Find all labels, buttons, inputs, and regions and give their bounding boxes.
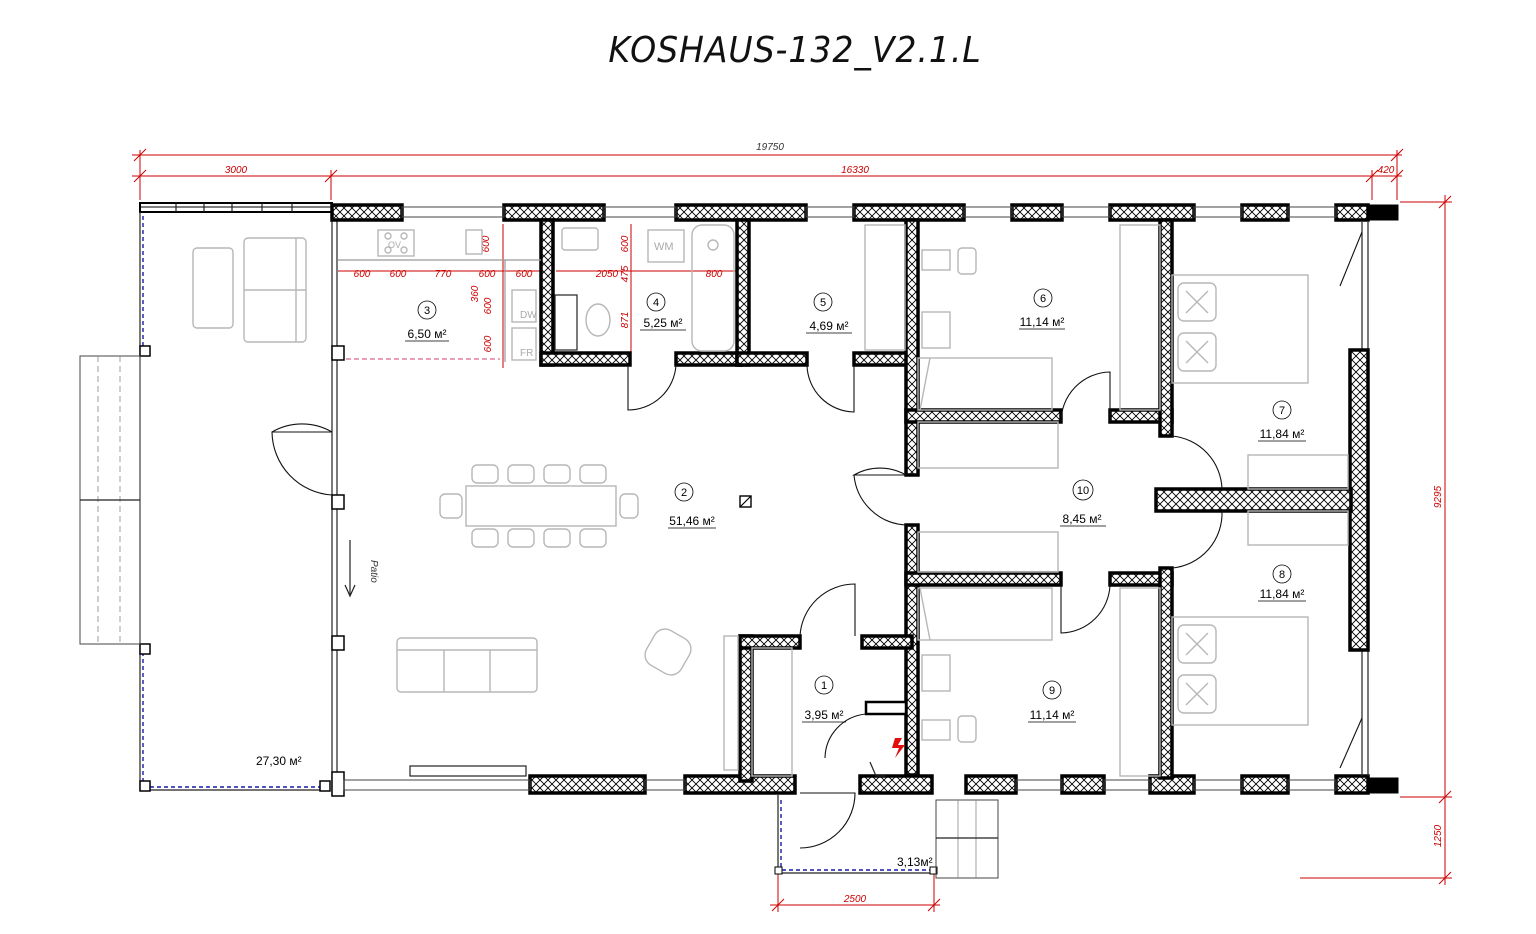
svg-text:3,95 м²: 3,95 м² (805, 708, 844, 722)
svg-text:4: 4 (653, 297, 659, 309)
dim-kitchen-2: 600 (390, 269, 407, 280)
west-wall (331, 212, 345, 797)
room-3: 3 6,50 м² (405, 300, 449, 342)
svg-text:10: 10 (1077, 485, 1089, 497)
svg-text:8: 8 (1279, 569, 1285, 581)
svg-text:11,84 м²: 11,84 м² (1260, 427, 1305, 441)
dim-porch-depth: 1250 (1433, 824, 1444, 847)
dw-label: DW (520, 310, 537, 321)
dim-bath-v1: 600 (620, 235, 631, 252)
dim-kitchen-4: 600 (479, 269, 496, 280)
porch-area: 3,13м² (897, 855, 933, 869)
room-5: 5 4,69 м² (806, 292, 852, 334)
svg-text:2: 2 (681, 487, 687, 499)
terrace: 27,30 м² Patio (79, 202, 379, 792)
dim-kitchen-v4: 600 (483, 335, 494, 352)
room-8: 8 11,84 м² (1258, 564, 1306, 602)
dim-bath-w: 2050 (595, 269, 619, 280)
dim-kitchen-v2: 360 (470, 285, 481, 302)
room-6: 6 11,14 м² (1019, 288, 1065, 330)
dim-house: 16330 (841, 165, 869, 176)
dim-overall: 19750 (756, 142, 784, 153)
dim-height: 9295 (1433, 485, 1444, 508)
svg-text:11,14 м²: 11,14 м² (1020, 315, 1065, 329)
dim-kitchen-3: 770 (435, 269, 452, 280)
room-7: 7 11,84 м² (1258, 400, 1306, 442)
room-labels: 3 6,50 м² 4 5,25 м² 5 4,69 м² 6 11,14 м²… (405, 288, 1306, 723)
dim-kitchen-1: 600 (354, 269, 371, 280)
room-2: 2 51,46 м² (668, 482, 716, 529)
wm-label: WM (654, 241, 674, 253)
dimension-lines (132, 148, 1452, 912)
svg-text:9: 9 (1049, 685, 1055, 697)
dimension-labels: 19750 3000 16330 420 2500 9295 1250 600 … (225, 142, 1444, 905)
patio-label: Patio (368, 560, 379, 583)
svg-text:11,14 м²: 11,14 м² (1030, 708, 1075, 722)
svg-text:11,84 м²: 11,84 м² (1260, 587, 1305, 601)
svg-text:3: 3 (424, 305, 430, 317)
doors (627, 364, 1223, 849)
terrace-area: 27,30 м² (256, 754, 302, 768)
dim-kitchen-v3: 600 (483, 297, 494, 314)
svg-text:4,69 м²: 4,69 м² (810, 319, 849, 333)
dim-kitchen-5: 600 (516, 269, 533, 280)
dim-bath-v2: 475 (620, 265, 631, 282)
plan-title: KOSHAUS-132_V2.1.L (608, 30, 982, 71)
ov-label: OV (388, 240, 401, 250)
svg-text:5,25 м²: 5,25 м² (644, 316, 683, 330)
svg-text:6: 6 (1040, 293, 1046, 305)
svg-text:8,45 м²: 8,45 м² (1063, 512, 1102, 526)
dim-bath-w2: 800 (706, 269, 723, 280)
fr-label: FR (520, 348, 533, 359)
dim-terrace: 3000 (225, 165, 248, 176)
room-10: 10 8,45 м² (1060, 479, 1106, 527)
dim-end: 420 (1378, 165, 1395, 176)
svg-text:51,46 м²: 51,46 м² (669, 514, 715, 528)
svg-text:5: 5 (820, 297, 826, 309)
room-9: 9 11,14 м² (1028, 680, 1076, 723)
porch: 3,13м² (774, 795, 999, 879)
svg-text:6,50 м²: 6,50 м² (408, 327, 447, 341)
svg-text:7: 7 (1279, 405, 1285, 417)
furniture: DW FR OV WM (338, 224, 1349, 777)
svg-text:1: 1 (821, 680, 827, 692)
dim-porch-width: 2500 (843, 894, 867, 905)
room-1: 1 3,95 м² (802, 675, 846, 723)
dim-kitchen-v1: 600 (481, 235, 492, 252)
dim-bath-v3: 871 (620, 312, 631, 329)
room-4: 4 5,25 м² (640, 292, 686, 331)
